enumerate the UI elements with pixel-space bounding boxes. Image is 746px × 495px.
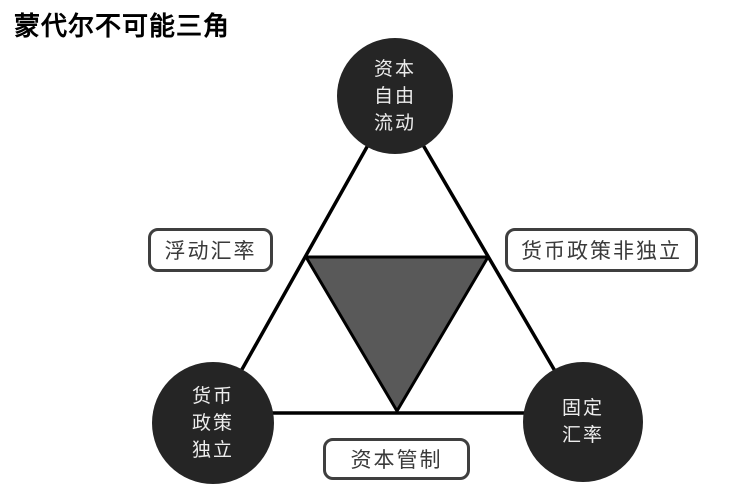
outer-edge-left-line <box>211 95 397 423</box>
edge-label-capital-controls: 资本管制 <box>323 438 470 480</box>
node-label-line: 汇率 <box>561 425 604 446</box>
node-fixed-exchange-rate: 固定 汇率 <box>523 362 643 482</box>
edge-label-floating-exchange-rate: 浮动汇率 <box>148 228 273 272</box>
node-label-line: 资本 <box>373 58 416 80</box>
node-capital-free-flow: 资本 自由 流动 <box>337 38 453 154</box>
node-label-line: 独立 <box>191 439 234 461</box>
node-label-line: 政策 <box>191 412 234 434</box>
inner-triangle <box>304 255 490 413</box>
node-monetary-policy-independence: 货币 政策 独立 <box>152 362 274 484</box>
node-label-line: 货币 <box>191 385 234 407</box>
edge-label-monetary-policy-not-independent: 货币政策非独立 <box>505 228 698 272</box>
node-label-line: 流动 <box>373 112 416 134</box>
node-label-line: 自由 <box>373 85 416 107</box>
page-title: 蒙代尔不可能三角 <box>14 11 231 41</box>
node-label-line: 固定 <box>561 398 604 419</box>
